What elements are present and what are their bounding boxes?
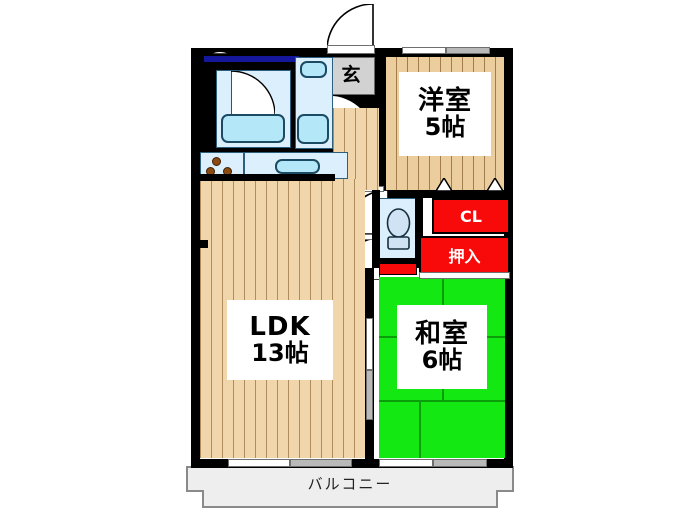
balcony-label: バルコニー <box>307 474 393 493</box>
closet-oshiire-label: 押入 <box>448 247 481 266</box>
ldk-wall-top <box>195 174 335 181</box>
closet-cl: CL <box>432 198 510 234</box>
exterior-wall-left <box>191 48 200 468</box>
washitsu-balcony-door-right <box>433 459 487 467</box>
bathroom-door-swing <box>230 70 276 116</box>
ldk-washitsu-sliding-door-lower <box>366 370 373 420</box>
genkan-label: 玄 <box>341 64 361 87</box>
stove-divider <box>243 152 245 179</box>
stove-burner-1 <box>212 157 221 166</box>
yoshitsu-room-name: 洋室 <box>417 85 472 116</box>
oshiire-sliding-door <box>419 272 510 279</box>
ldk-wall-notch-left <box>191 240 208 248</box>
bathtub <box>221 114 285 143</box>
entrance-door-leaf <box>327 45 375 54</box>
ldk-balcony-door-left <box>228 459 290 467</box>
toilet-wall-right <box>415 190 423 268</box>
exterior-wall-bottom <box>191 459 513 468</box>
tatami-seam-5 <box>419 400 421 458</box>
bathroom-window <box>203 55 300 63</box>
washitsu-room-size: 6帖 <box>421 346 463 375</box>
toilet-wall-left <box>372 190 380 268</box>
ldk-balcony-door-right <box>290 459 352 467</box>
sliding-door-marker-1 <box>436 178 452 191</box>
ldk-room-size: 13帖 <box>251 339 309 368</box>
balcony-area <box>186 466 514 508</box>
washitsu-room-name: 和室 <box>414 318 469 349</box>
tatami-seam-2 <box>379 400 505 402</box>
yoshitsu-room-size: 5帖 <box>424 113 466 142</box>
closet-oshiire: 押入 <box>419 236 510 274</box>
toilet-bowl <box>386 207 411 252</box>
kitchen-sink <box>275 159 320 174</box>
washitsu-balcony-door-left <box>379 459 433 467</box>
yoshitsu-wall-bottom <box>379 190 509 198</box>
closet-cl-label: CL <box>460 206 482 226</box>
washing-machine <box>297 114 329 144</box>
vanity-sink <box>300 61 327 78</box>
ldk-washitsu-sliding-door-upper <box>366 318 373 370</box>
yoshitsu-window-right <box>446 47 490 54</box>
bathroom-window-awning <box>207 34 233 55</box>
washitsu-label: 和室 6帖 <box>397 305 487 389</box>
yoshitsu-window-left <box>402 47 446 54</box>
ldk-label: LDK 13帖 <box>227 300 333 380</box>
yoshitsu-label: 洋室 5帖 <box>399 72 491 156</box>
sliding-door-marker-2 <box>487 178 503 191</box>
yoshitsu-wall-left <box>379 52 386 190</box>
entrance-door-swing <box>326 3 375 51</box>
ldk-room-name: LDK <box>249 311 311 342</box>
closet-strip <box>379 263 417 275</box>
